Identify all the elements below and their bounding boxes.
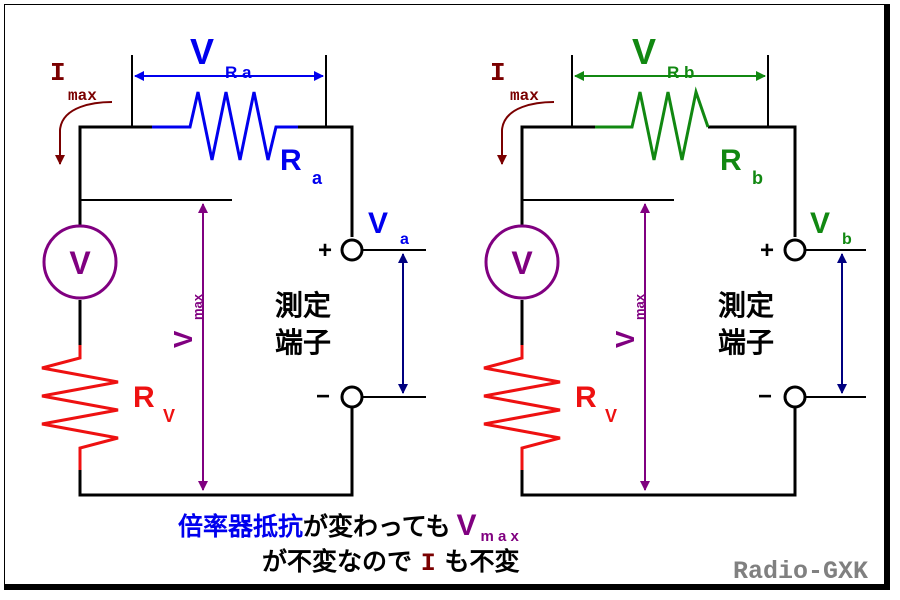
right-minus-sign: − [758, 383, 772, 410]
left-terminal-minus[interactable] [340, 385, 364, 409]
right-terminal-plus[interactable] [783, 238, 807, 262]
credit-label: Radio-GXK [733, 557, 868, 586]
left-voltmeter-icon [42, 224, 118, 300]
caption-line-2: が不変なので I も不変 [262, 547, 519, 578]
right-vb-sub: b [842, 231, 852, 248]
right-rb-sub: b [752, 168, 763, 188]
caption-line-2-i: I [421, 549, 436, 578]
left-imax-i: I [50, 58, 66, 88]
right-meas-label-2: 端子 [718, 326, 774, 359]
right-plus-sign: + [760, 237, 774, 264]
frame-border [4, 4, 890, 590]
left-imax-sub: max [68, 87, 97, 105]
caption-line-1-vsub: m a x [481, 528, 520, 545]
right-rb-main: R [720, 144, 742, 177]
right-circuit: I max V R b R b V R V V max + − V b 測定 端… [483, 31, 866, 497]
caption-line-1-blue: 倍率器抵抗 [178, 512, 303, 541]
left-vmax-sub: max [190, 293, 205, 320]
caption-line-1-v: V [457, 509, 477, 542]
right-rb-resistor [595, 86, 710, 161]
right-imax-sub: max [510, 87, 539, 105]
right-rv-sub: V [605, 406, 617, 426]
left-vra-sub: R a [225, 63, 252, 82]
left-terminal-plus[interactable] [340, 238, 364, 262]
right-vmax-main: V [610, 330, 640, 348]
left-ra-resistor [152, 91, 298, 161]
left-wires [78, 125, 354, 497]
right-vmax-sub: max [632, 293, 647, 320]
left-minus-sign: − [316, 383, 330, 410]
left-rv-main: R [133, 381, 155, 414]
right-terminal-minus[interactable] [783, 385, 807, 409]
right-imax-arrow [497, 101, 555, 165]
right-rv-resistor [483, 345, 561, 470]
right-vrb-sub: R b [667, 63, 694, 82]
caption-line-1-black: が変わっても [303, 512, 451, 541]
left-vra-main: V [190, 31, 214, 72]
left-vmax-main: V [168, 330, 198, 348]
right-vrb-main: V [632, 31, 656, 72]
left-va-sub: a [400, 231, 409, 248]
left-imax-arrow [55, 101, 113, 165]
right-rv-main: R [575, 381, 597, 414]
left-ra-sub: a [312, 168, 323, 188]
left-rv-resistor [41, 345, 119, 470]
left-rv-sub: V [163, 406, 175, 426]
right-voltmeter-icon [484, 224, 560, 300]
right-wires [520, 125, 797, 497]
left-meas-label-1: 測定 [275, 289, 331, 322]
caption-line-2-a: が不変なので [262, 547, 421, 576]
left-plus-sign: + [318, 237, 332, 264]
right-imax-i: I [490, 58, 506, 88]
left-ra-main: R [280, 144, 302, 177]
left-circuit: I max V R a R a V R V V max + − V a 測定 端… [41, 31, 426, 497]
right-voltmeter-label: V [511, 245, 533, 281]
caption-line-2-b: も不変 [436, 547, 520, 576]
left-voltmeter-label: V [69, 245, 91, 281]
left-va-main: V [368, 207, 388, 240]
right-vb-main: V [810, 207, 830, 240]
left-meas-label-2: 端子 [275, 326, 331, 359]
right-meas-label-1: 測定 [718, 289, 774, 322]
